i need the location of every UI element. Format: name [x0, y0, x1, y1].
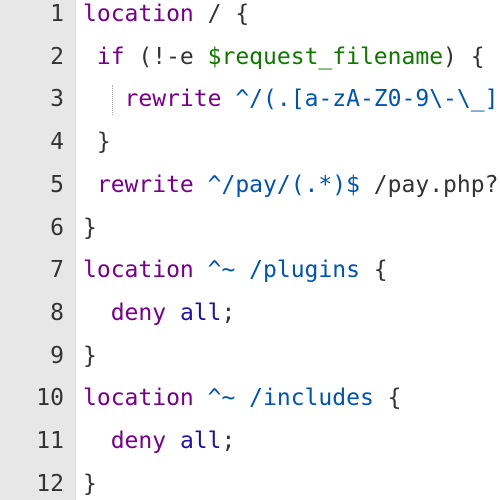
code-line[interactable]: 12}	[0, 464, 500, 500]
line-number: 12	[36, 470, 64, 497]
line-number: 10	[36, 385, 64, 412]
line-number: 11	[36, 428, 64, 454]
code-text[interactable]: location ^~ /plugins {	[83, 250, 388, 290]
code-token-kw: rewrite	[83, 86, 222, 113]
code-token-str: ^~ /plugins	[193, 257, 360, 284]
code-line[interactable]: 2 if (!-e $request_filename) {	[0, 37, 500, 77]
code-token-kw: deny	[83, 299, 167, 326]
code-token-kw: location	[83, 385, 194, 412]
code-token-plain: }	[83, 470, 97, 497]
code-text[interactable]: location ^~ /includes {	[83, 378, 402, 418]
code-line[interactable]: 5 rewrite ^/pay/(.*)$ /pay.php?	[0, 165, 500, 205]
code-token-kw: deny	[83, 428, 167, 454]
code-line[interactable]: 4 }	[0, 122, 500, 162]
code-text[interactable]: }	[83, 464, 97, 500]
code-text[interactable]: deny all;	[83, 421, 236, 461]
code-text[interactable]: deny all;	[83, 293, 236, 333]
line-number: 1	[50, 1, 64, 27]
code-token-plain: ;	[221, 428, 236, 454]
code-token-plain: {	[373, 385, 402, 412]
code-token-plain: (!-e	[124, 43, 208, 70]
line-number: 9	[50, 342, 64, 369]
line-number: 2	[50, 43, 64, 70]
code-text[interactable]: location / {	[83, 0, 249, 34]
code-token-plain: /pay.php?	[359, 171, 499, 198]
code-line[interactable]: 1 location / {	[0, 0, 500, 34]
code-line[interactable]: 8 deny all;	[0, 293, 500, 333]
code-token-kw: rewrite	[83, 171, 194, 198]
line-number: 5	[50, 171, 64, 198]
code-token-plain: / {	[193, 1, 250, 27]
line-number: 7	[50, 257, 64, 284]
code-token-str: ^/pay/(.*)$	[193, 171, 360, 198]
indent-guide	[112, 85, 114, 115]
code-text[interactable]: }	[83, 336, 97, 376]
code-line[interactable]: 6}	[0, 208, 500, 248]
code-token-plain: }	[83, 342, 97, 369]
code-line[interactable]: 7 location ^~ /plugins {	[0, 250, 500, 290]
line-number-gutter	[0, 0, 76, 500]
code-token-atom: all	[166, 428, 222, 454]
code-token-var: $request_filename	[207, 43, 444, 70]
code-token-plain: }	[83, 214, 97, 241]
code-line[interactable]: 10 location ^~ /includes {	[0, 378, 500, 418]
code-token-plain: ;	[221, 299, 236, 326]
code-line[interactable]: 3 rewrite ^/(.[a-zA-Z0-9\-\_]	[0, 79, 500, 119]
line-number: 4	[50, 129, 64, 156]
code-line[interactable]: 9}	[0, 336, 500, 376]
line-number: 6	[50, 214, 64, 241]
code-token-str: ^/(.[a-zA-Z0-9\-\_]	[221, 86, 499, 113]
code-text[interactable]: rewrite ^/pay/(.*)$ /pay.php?	[83, 165, 499, 205]
code-token-plain: {	[359, 257, 388, 284]
code-token-kw: if	[83, 43, 125, 70]
code-token-str: ^~ /includes	[193, 385, 374, 412]
code-token-plain: ) {	[443, 43, 485, 70]
code-token-kw: location	[83, 257, 194, 284]
code-text[interactable]: }	[83, 122, 111, 162]
code-text[interactable]: rewrite ^/(.[a-zA-Z0-9\-\_]	[83, 79, 499, 119]
code-token-atom: all	[166, 299, 222, 326]
code-line[interactable]: 11 deny all;	[0, 421, 500, 461]
code-token-kw: location	[83, 1, 194, 27]
line-number: 8	[50, 299, 64, 326]
line-number: 3	[50, 86, 64, 113]
code-text[interactable]: if (!-e $request_filename) {	[83, 37, 485, 77]
code-token-plain: }	[83, 129, 111, 156]
code-text[interactable]: }	[83, 208, 97, 248]
